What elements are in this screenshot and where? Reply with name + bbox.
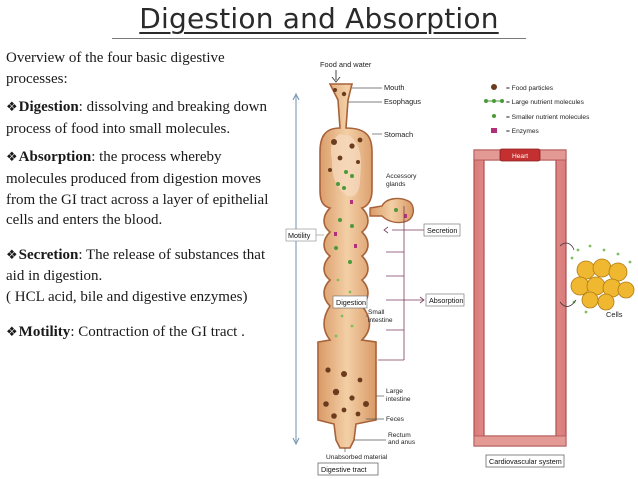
bullet-absorption: ❖Absorption: the process whereby molecul…	[6, 147, 278, 230]
legend-large-nutrient: = Large nutrient molecules	[506, 99, 585, 106]
mouth-label: Mouth	[384, 83, 405, 92]
process-connectors	[378, 206, 425, 361]
text-motility: : Contraction of the GI tract .	[70, 323, 245, 340]
small-nutrient-icon	[492, 114, 496, 118]
secretion-label: Secretion	[427, 226, 457, 235]
text-secretion: : The release of substances that aid in …	[6, 246, 266, 285]
legend: = Food particles = Large nutrient molecu…	[484, 84, 590, 135]
text-digestion: : dissolving and breaking down process o…	[6, 99, 267, 137]
unabsorbed-material-label: Unabsorbed material	[326, 454, 388, 461]
bullet-digestion: ❖Digestion: dissolving and breaking down…	[6, 97, 278, 139]
term-secretion: Secretion	[18, 246, 79, 263]
title-underline	[112, 38, 526, 39]
cells-label: Cells	[606, 310, 623, 319]
term-digestion: Digestion	[18, 99, 79, 116]
cardiovascular-label: Cardiovascular system	[489, 457, 562, 466]
tract-body	[317, 83, 377, 449]
accessory-glands-label-1: Accessory	[386, 173, 417, 180]
small-intestine-label-1: Small	[368, 309, 385, 316]
cardiovascular-box	[485, 454, 565, 468]
legend-smaller-nutrient: = Smaller nutrient molecules	[506, 114, 590, 121]
large-nutrient-icon	[484, 99, 504, 103]
cardiovascular-loop: Heart	[473, 148, 567, 447]
digestive-tract	[317, 83, 415, 449]
text-secretion-examples: ( HCL acid, bile and digestive enzymes)	[6, 288, 248, 305]
digestive-tract-box	[317, 462, 379, 476]
bullet-diamond-icon: ❖	[6, 100, 18, 116]
small-intestine-label-2: intestine	[368, 317, 393, 324]
bullet-diamond-icon: ❖	[6, 247, 18, 263]
cells-cluster: Cells	[559, 242, 635, 319]
text-panel: Overview of the four basic digestive pro…	[6, 48, 278, 343]
food-and-water-label: Food and water	[320, 60, 372, 69]
food-particles	[323, 88, 369, 419]
heart-icon	[499, 148, 541, 162]
bullet-motility: ❖Motility: Contraction of the GI tract .	[6, 322, 278, 344]
text-absorption: : the process whereby molecules produced…	[6, 149, 269, 229]
tract-labels: Mouth Esophagus Stomach Accessory glands…	[326, 83, 421, 461]
legend-enzymes: = Enzymes	[506, 128, 540, 135]
stomach-label: Stomach	[384, 130, 413, 139]
legend-food-particles: = Food particles	[506, 85, 554, 92]
stomach-lumen	[330, 134, 361, 197]
overview-text: Overview of the four basic digestive pro…	[6, 50, 225, 87]
large-nutrient-molecules	[334, 170, 398, 264]
esophagus-label: Esophagus	[384, 97, 421, 106]
heart-label: Heart	[512, 153, 528, 160]
bullet-diamond-icon: ❖	[6, 150, 18, 166]
absorption-label: Absorption	[429, 296, 463, 305]
accessory-glands-label-2: glands	[386, 181, 406, 188]
bullet-diamond-icon: ❖	[6, 324, 18, 340]
absorption-box	[425, 293, 465, 307]
rectum-label-1: Rectum	[388, 432, 411, 439]
rectum-label-2: and anus	[388, 439, 416, 446]
large-intestine-label-2: intestine	[386, 396, 411, 403]
food-particle-icon	[491, 84, 497, 90]
secretion-box	[423, 223, 461, 237]
bullet-secretion: ❖Secretion: The release of substances th…	[6, 245, 278, 308]
digestive-tract-label: Digestive tract	[321, 465, 367, 474]
accessory-gland	[369, 197, 415, 224]
term-absorption: Absorption	[18, 149, 92, 166]
enzyme-icon	[491, 128, 497, 133]
slide-title: Digestion and Absorption	[139, 2, 499, 35]
term-motility: Motility	[18, 323, 71, 340]
digestion-box	[332, 295, 368, 309]
feces-label: Feces	[386, 416, 405, 423]
motility-label: Motility	[288, 231, 311, 240]
digestion-label: Digestion	[336, 298, 366, 307]
motility-indicator: Motility	[285, 92, 324, 446]
large-intestine-label-1: Large	[386, 388, 403, 395]
food-arrowhead-icon	[331, 76, 341, 83]
